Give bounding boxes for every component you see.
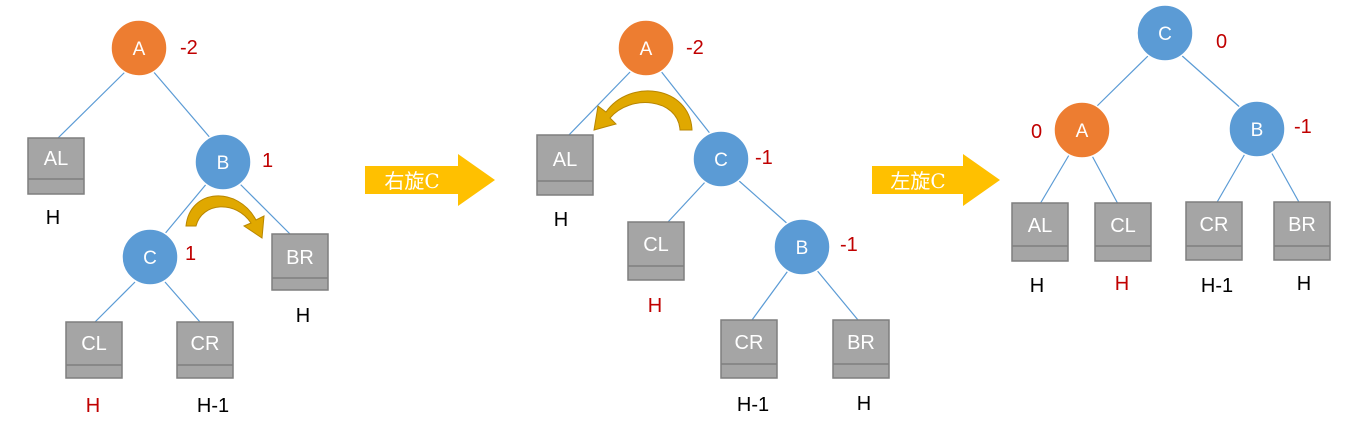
tree-1: A -2 B 1 C 1 AL H BR H bbox=[27, 19, 329, 417]
node-label: C bbox=[143, 248, 157, 269]
leaf-CR: CR bbox=[1185, 201, 1243, 261]
leaf-label: BR bbox=[847, 332, 875, 354]
edge-A-AL bbox=[55, 69, 128, 141]
leaf-CR: CR bbox=[720, 319, 778, 379]
edge-B-CR bbox=[1215, 151, 1247, 205]
node-label: B bbox=[217, 153, 230, 174]
subtree-height: H bbox=[1115, 273, 1129, 295]
balance-factor: -1 bbox=[1294, 116, 1312, 138]
node-B: B bbox=[1228, 100, 1286, 158]
edge-B-CR bbox=[751, 267, 791, 321]
edge-B-C bbox=[162, 181, 209, 237]
edge-A-AL bbox=[1039, 149, 1073, 205]
edge-A-AL bbox=[565, 69, 633, 139]
balance-factor: -2 bbox=[686, 37, 704, 59]
leaf-AL: AL bbox=[1011, 202, 1069, 262]
leaf-CL: CL bbox=[1094, 202, 1152, 262]
edge-A-B bbox=[151, 69, 213, 141]
node-B: B bbox=[773, 218, 831, 276]
balance-factor: -1 bbox=[755, 147, 773, 169]
subtree-height: H bbox=[1030, 275, 1044, 297]
node-A: A bbox=[1053, 101, 1111, 159]
balance-factor: 1 bbox=[262, 150, 273, 172]
balance-factor: 1 bbox=[185, 243, 196, 265]
balance-factor: 0 bbox=[1216, 31, 1227, 53]
node-B: B bbox=[194, 133, 252, 191]
transition-arrow-right-rotate: 右旋C bbox=[365, 154, 495, 206]
leaf-CR: CR bbox=[176, 321, 234, 379]
subtree-height: H bbox=[648, 295, 662, 317]
node-A: A bbox=[617, 19, 675, 77]
node-C: C bbox=[121, 228, 179, 286]
rotation-arrow-icon bbox=[593, 90, 693, 131]
edge-C-CL bbox=[94, 281, 136, 323]
subtree-height: H bbox=[857, 393, 871, 415]
leaf-label: CR bbox=[1200, 214, 1229, 236]
leaf-label: AL bbox=[1028, 215, 1052, 237]
node-label: C bbox=[714, 150, 728, 171]
node-C: C bbox=[1136, 4, 1194, 62]
node-label: B bbox=[796, 238, 809, 259]
leaf-AL: AL bbox=[27, 137, 85, 195]
edge-A-C bbox=[659, 69, 713, 137]
leaf-label: CR bbox=[735, 332, 764, 354]
leaf-BR: BR bbox=[1273, 201, 1331, 261]
tree-3: C 0 A 0 B -1 AL H CL H CR H-1 bbox=[1011, 4, 1331, 297]
leaf-label: BR bbox=[286, 247, 314, 269]
node-label: A bbox=[1076, 121, 1089, 142]
subtree-height: H bbox=[1297, 273, 1311, 295]
edge-B-BR bbox=[814, 267, 859, 321]
edge-A-CL bbox=[1089, 151, 1119, 205]
subtree-height: H bbox=[46, 207, 60, 229]
node-A: A bbox=[110, 19, 168, 77]
leaf-label: AL bbox=[44, 148, 68, 170]
leaf-label: CR bbox=[191, 333, 220, 355]
leaf-BR: BR bbox=[271, 233, 329, 291]
leaf-label: CL bbox=[643, 234, 669, 256]
leaf-label: CL bbox=[81, 333, 107, 355]
node-label: A bbox=[640, 39, 653, 60]
edge-C-B bbox=[737, 179, 791, 227]
edge-C-CR bbox=[164, 281, 201, 323]
balance-factor: 0 bbox=[1031, 121, 1042, 143]
leaf-label: AL bbox=[553, 149, 577, 171]
balance-factor: -2 bbox=[180, 37, 198, 59]
rotation-arrow-icon bbox=[185, 195, 265, 239]
subtree-height: H-1 bbox=[1201, 275, 1233, 297]
arrow-label: 右旋C bbox=[384, 169, 439, 193]
leaf-BR: BR bbox=[832, 319, 890, 379]
tree-2: A -2 C -1 B -1 AL H CL H CR bbox=[536, 19, 890, 416]
edge-B-BR bbox=[237, 181, 291, 235]
subtree-height: H bbox=[554, 209, 568, 231]
edge-C-A bbox=[1092, 53, 1151, 111]
leaf-CL: CL bbox=[65, 321, 123, 379]
edge-C-CL bbox=[667, 179, 708, 223]
leaf-label: BR bbox=[1288, 214, 1316, 236]
balance-factor: -1 bbox=[840, 234, 858, 256]
edge-C-B bbox=[1179, 53, 1244, 111]
leaf-CL: CL bbox=[627, 221, 685, 281]
node-C: C bbox=[692, 130, 750, 188]
node-label: A bbox=[133, 39, 146, 60]
node-label: B bbox=[1251, 120, 1264, 141]
leaf-AL: AL bbox=[536, 134, 594, 196]
edge-B-BR bbox=[1269, 149, 1301, 205]
transition-arrow-left-rotate: 左旋C bbox=[872, 154, 1000, 206]
subtree-height: H bbox=[296, 305, 310, 327]
subtree-height: H-1 bbox=[737, 394, 769, 416]
node-label: C bbox=[1158, 24, 1172, 45]
arrow-label: 左旋C bbox=[890, 169, 945, 193]
subtree-height: H bbox=[86, 395, 100, 417]
subtree-height: H-1 bbox=[197, 395, 229, 417]
leaf-label: CL bbox=[1110, 215, 1136, 237]
